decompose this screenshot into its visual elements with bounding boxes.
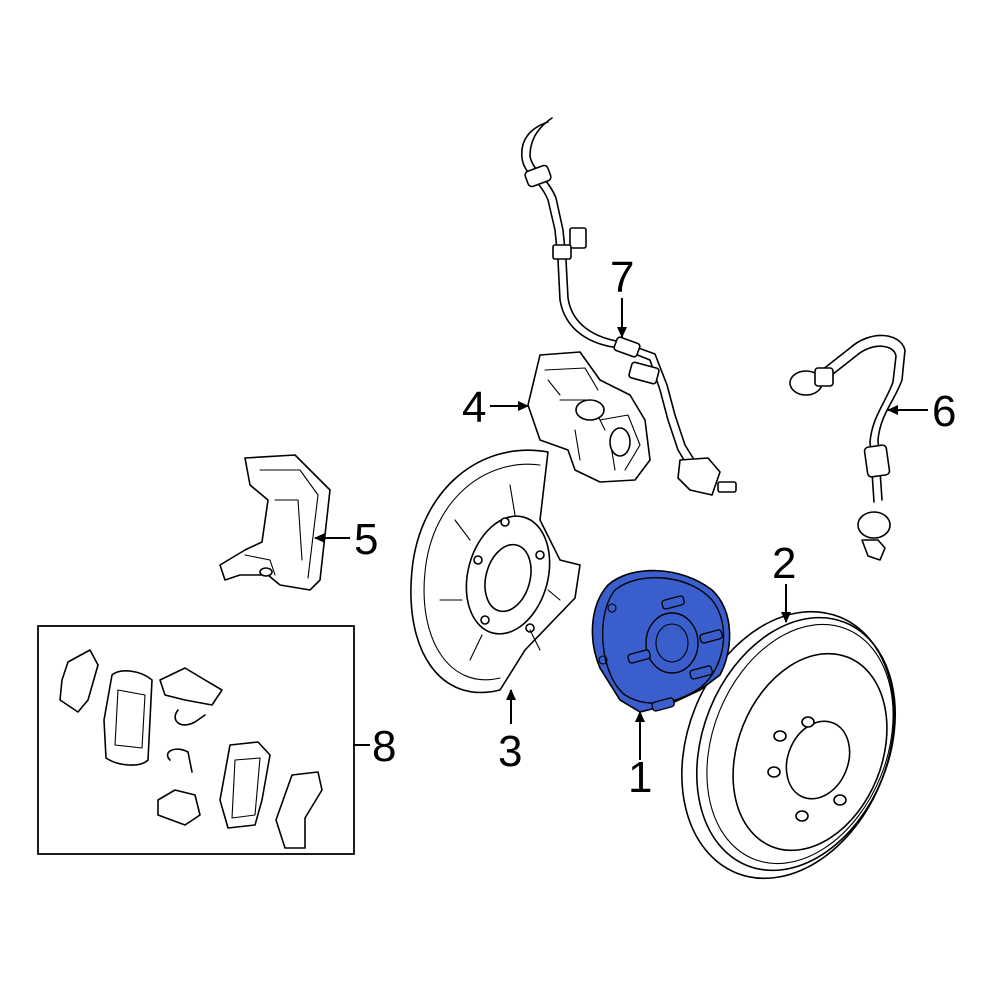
callout-3: 3 (498, 727, 522, 776)
callout-4: 4 (462, 383, 486, 432)
callout-7: 7 (610, 253, 634, 302)
brake-hose (789, 334, 906, 561)
callout-5: 5 (354, 515, 378, 564)
brake-rotor (681, 610, 897, 880)
callout-1: 1 (628, 753, 652, 802)
wheel-hub-bearing (591, 569, 731, 713)
callout-2: 2 (772, 539, 796, 588)
callout-8: 8 (372, 722, 396, 771)
abs-sensor-wire (521, 117, 737, 496)
brake-caliper (527, 351, 651, 483)
caliper-bracket (219, 454, 331, 591)
dust-shield (410, 449, 581, 694)
brake-pad-kit (37, 625, 355, 855)
callout-leaders (314, 298, 928, 760)
callout-6: 6 (932, 387, 956, 436)
